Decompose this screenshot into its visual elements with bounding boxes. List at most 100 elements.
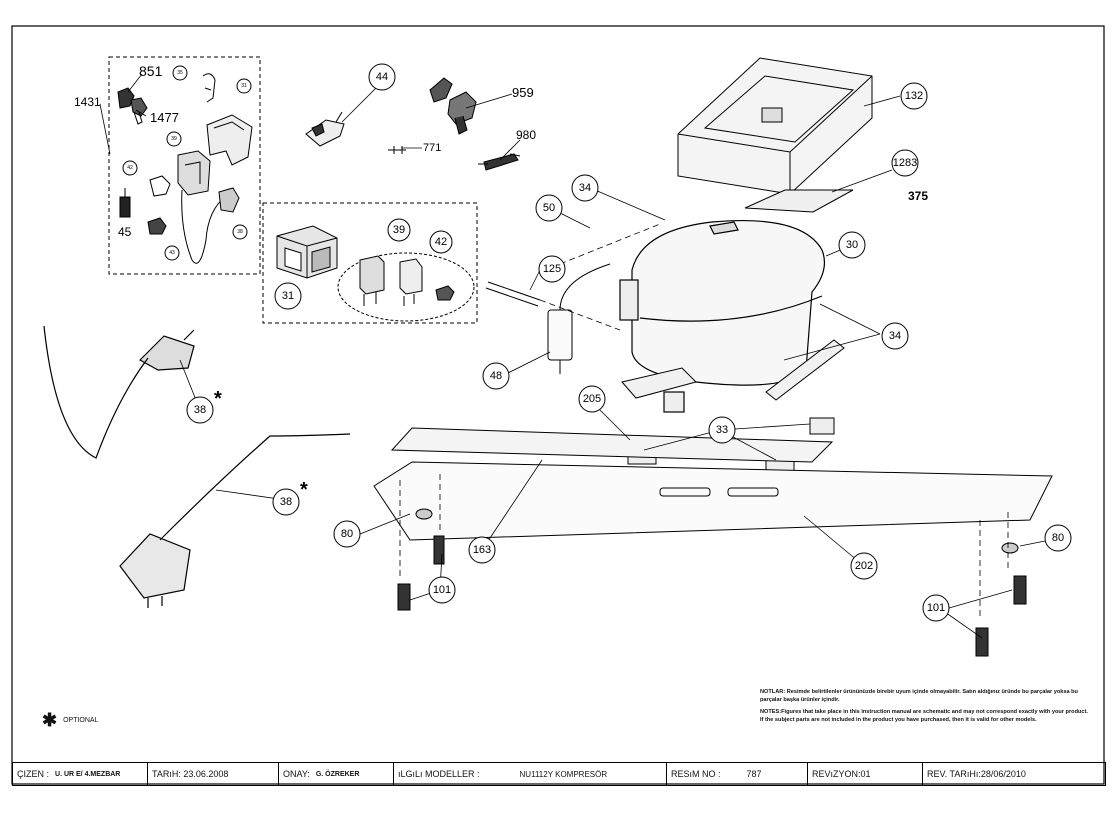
mounting-feet	[621, 339, 845, 401]
callout-number: 31	[241, 83, 247, 89]
parts-959-980-771	[388, 77, 521, 171]
part-202-base-plate	[373, 427, 1053, 541]
callout-number: 43	[169, 250, 175, 256]
callout-circle	[429, 230, 453, 254]
approval-cell: ONAY: G. ÖZREKER	[279, 763, 394, 785]
asterisk-icon: ✱	[42, 710, 58, 730]
callout-number: 202	[855, 560, 873, 572]
callout-circle	[905, 183, 931, 209]
label-1477: 1477	[150, 110, 179, 125]
optional-asterisk: *	[214, 388, 222, 410]
callout-circle	[368, 63, 396, 91]
callout-number: 39	[171, 136, 177, 142]
part-1283-sheet	[744, 189, 854, 213]
callout-number: 132	[905, 90, 923, 102]
part-48-capacitor	[547, 263, 611, 374]
revision-cell: REVıZYON:01	[808, 763, 923, 785]
callout-number: 38	[280, 496, 292, 508]
approval-value: G. ÖZREKER	[315, 770, 360, 778]
drawing-no-value: 787	[746, 769, 762, 779]
part-44-clip	[305, 111, 345, 147]
label-980: 980	[516, 128, 536, 142]
callout-number: 38	[237, 229, 243, 235]
callout-circle	[122, 160, 138, 176]
callout-circle	[428, 576, 456, 604]
compressor-body	[619, 219, 825, 413]
drawn-by-cell: ÇIZEN : U. UR E/ 4.MEZBAR	[13, 763, 148, 785]
callout-number: 31	[282, 290, 294, 302]
callout-circle	[272, 488, 300, 516]
label-45: 45	[118, 225, 132, 239]
revision-date-cell: REV. TARıHı:28/06/2010	[923, 763, 1105, 785]
callout-circle	[850, 552, 878, 580]
optional-label: OPTIONAL	[63, 716, 99, 724]
callout-circle	[468, 536, 496, 564]
drawn-by-value: U. UR E/ 4.MEZBAR	[55, 770, 121, 778]
label-959: 959	[512, 85, 534, 100]
callout-number: 48	[490, 370, 502, 382]
callout-number: 42	[127, 165, 133, 171]
relay-detail-parts	[276, 225, 455, 306]
date-label: TARıH: 23.06.2008	[152, 769, 229, 779]
label-851: 851	[139, 63, 163, 79]
callout-circle	[236, 78, 252, 94]
callout-number: 30	[846, 239, 858, 251]
callout-number: 34	[889, 330, 901, 342]
callout-number: 163	[473, 544, 491, 556]
drawing-no-cell: RESıM NO : 787	[667, 763, 808, 785]
callout-circle	[274, 282, 302, 310]
callout-circle	[166, 131, 182, 147]
sheet-border	[11, 25, 1105, 785]
models-label: ıLGıLı MODELLER :	[398, 769, 480, 779]
notes-block: NOTLAR: Resimde belirtilenler ürününüzde…	[760, 689, 1090, 729]
relay-detail-ellipse	[337, 252, 475, 322]
callout-circle	[232, 224, 248, 240]
drawing-no-label: RESıM NO :	[671, 769, 721, 779]
notes-tr: NOTLAR: Resimde belirtilenler ürününüzde…	[760, 689, 1078, 703]
callout-number: 125	[543, 263, 561, 275]
callout-circle	[482, 362, 510, 390]
models-value: NU1112Y KOMPRESÖR	[519, 769, 608, 779]
callout-number: 80	[1052, 532, 1064, 544]
callout-circle	[186, 396, 214, 424]
part-80-nuts	[415, 508, 1019, 554]
approval-label: ONAY:	[283, 769, 310, 779]
callout-circle	[387, 218, 411, 242]
part-132-tray	[677, 57, 873, 195]
callout-circle	[922, 594, 950, 622]
callout-circle	[891, 149, 919, 177]
callout-circle	[172, 65, 188, 81]
models-cell: ıLGıLı MODELLER : NU1112Y KOMPRESÖR	[394, 763, 667, 785]
callout-number: 34	[579, 182, 591, 194]
revision-date-label: REV. TARıHı:28/06/2010	[927, 769, 1026, 779]
label-1431: 1431	[74, 95, 101, 109]
callout-circle	[838, 231, 866, 259]
drawn-by-label: ÇIZEN :	[17, 769, 50, 779]
callout-circle	[578, 385, 606, 413]
part-38-power-cords	[43, 325, 351, 608]
optional-legend: ✱ OPTIONAL	[42, 710, 99, 730]
callout-circle	[333, 520, 361, 548]
relay-group-box	[108, 56, 261, 275]
relay-detail-box	[262, 202, 478, 324]
callout-number: 39	[393, 224, 405, 236]
label-771: 771	[423, 142, 441, 154]
callout-number: 35	[177, 70, 183, 76]
callout-circle	[571, 174, 599, 202]
callout-number: 101	[433, 584, 451, 596]
callout-number: 50	[543, 202, 555, 214]
notes-en: NOTES:Figures that take place in this in…	[760, 709, 1088, 723]
callout-circle	[881, 322, 909, 350]
callout-circle	[538, 255, 566, 283]
callout-number: 42	[435, 236, 447, 248]
date-cell: TARıH: 23.06.2008	[148, 763, 279, 785]
callout-circle	[708, 416, 736, 444]
callout-number: 44	[376, 71, 388, 83]
revision-label: REVıZYON:01	[812, 769, 871, 779]
callout-number: 33	[716, 424, 728, 436]
callout-number: 205	[583, 393, 601, 405]
callout-circle	[535, 194, 563, 222]
callout-circle	[900, 82, 928, 110]
